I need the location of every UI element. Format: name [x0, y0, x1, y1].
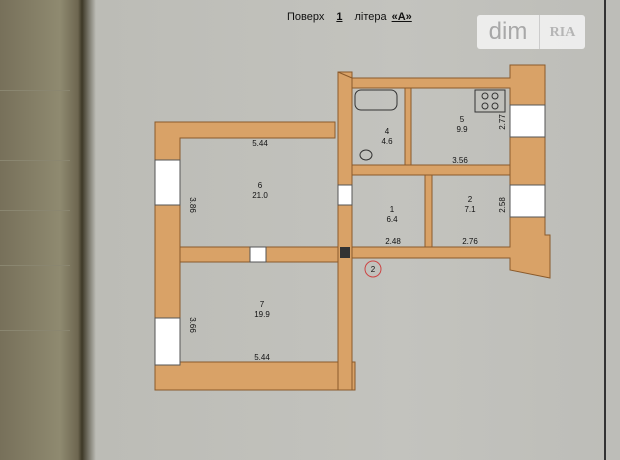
stove-icon [474, 89, 506, 113]
dim-left7: 3.66 [188, 317, 197, 333]
dim-right2: 2.58 [498, 197, 507, 213]
entrance-marker [364, 260, 382, 278]
windows [154, 104, 546, 366]
toilet-icon [359, 149, 373, 161]
room-4-area: 4.6 [381, 137, 393, 146]
dim-mid: 3.56 [452, 156, 468, 165]
entrance-icon [340, 247, 350, 258]
walls [154, 64, 551, 391]
ruled-line [0, 90, 70, 91]
room-5-area: 9.9 [456, 125, 468, 134]
dim-bottom1: 2.48 [385, 237, 401, 246]
ruled-line [0, 210, 70, 211]
room-2-area: 7.1 [464, 205, 476, 214]
bathtub-icon [354, 89, 398, 111]
room-5-number: 5 [460, 115, 465, 124]
dim-top6: 5.44 [252, 139, 268, 148]
dim-right5: 2.77 [498, 114, 507, 130]
dim-bottom2: 2.76 [462, 237, 478, 246]
room-1-number: 1 [390, 205, 395, 214]
room-6-area: 21.0 [252, 191, 268, 200]
room-7-number: 7 [260, 300, 265, 309]
room-7-area: 19.9 [254, 310, 270, 319]
room-6-number: 6 [258, 181, 263, 190]
fixtures [354, 89, 506, 278]
room-2-number: 2 [468, 195, 473, 204]
dim-bottom7: 5.44 [254, 353, 270, 362]
frame-line [604, 0, 606, 460]
ruled-line [0, 265, 70, 266]
dim-left6: 3.86 [188, 197, 197, 213]
floor-title: Поверх 1 літера «А» [287, 11, 412, 23]
ruled-line [0, 330, 70, 331]
room-4-number: 4 [385, 127, 390, 136]
ruled-line [0, 160, 70, 161]
entrance-number: 2 [371, 265, 376, 274]
room-1-area: 6.4 [386, 215, 398, 224]
